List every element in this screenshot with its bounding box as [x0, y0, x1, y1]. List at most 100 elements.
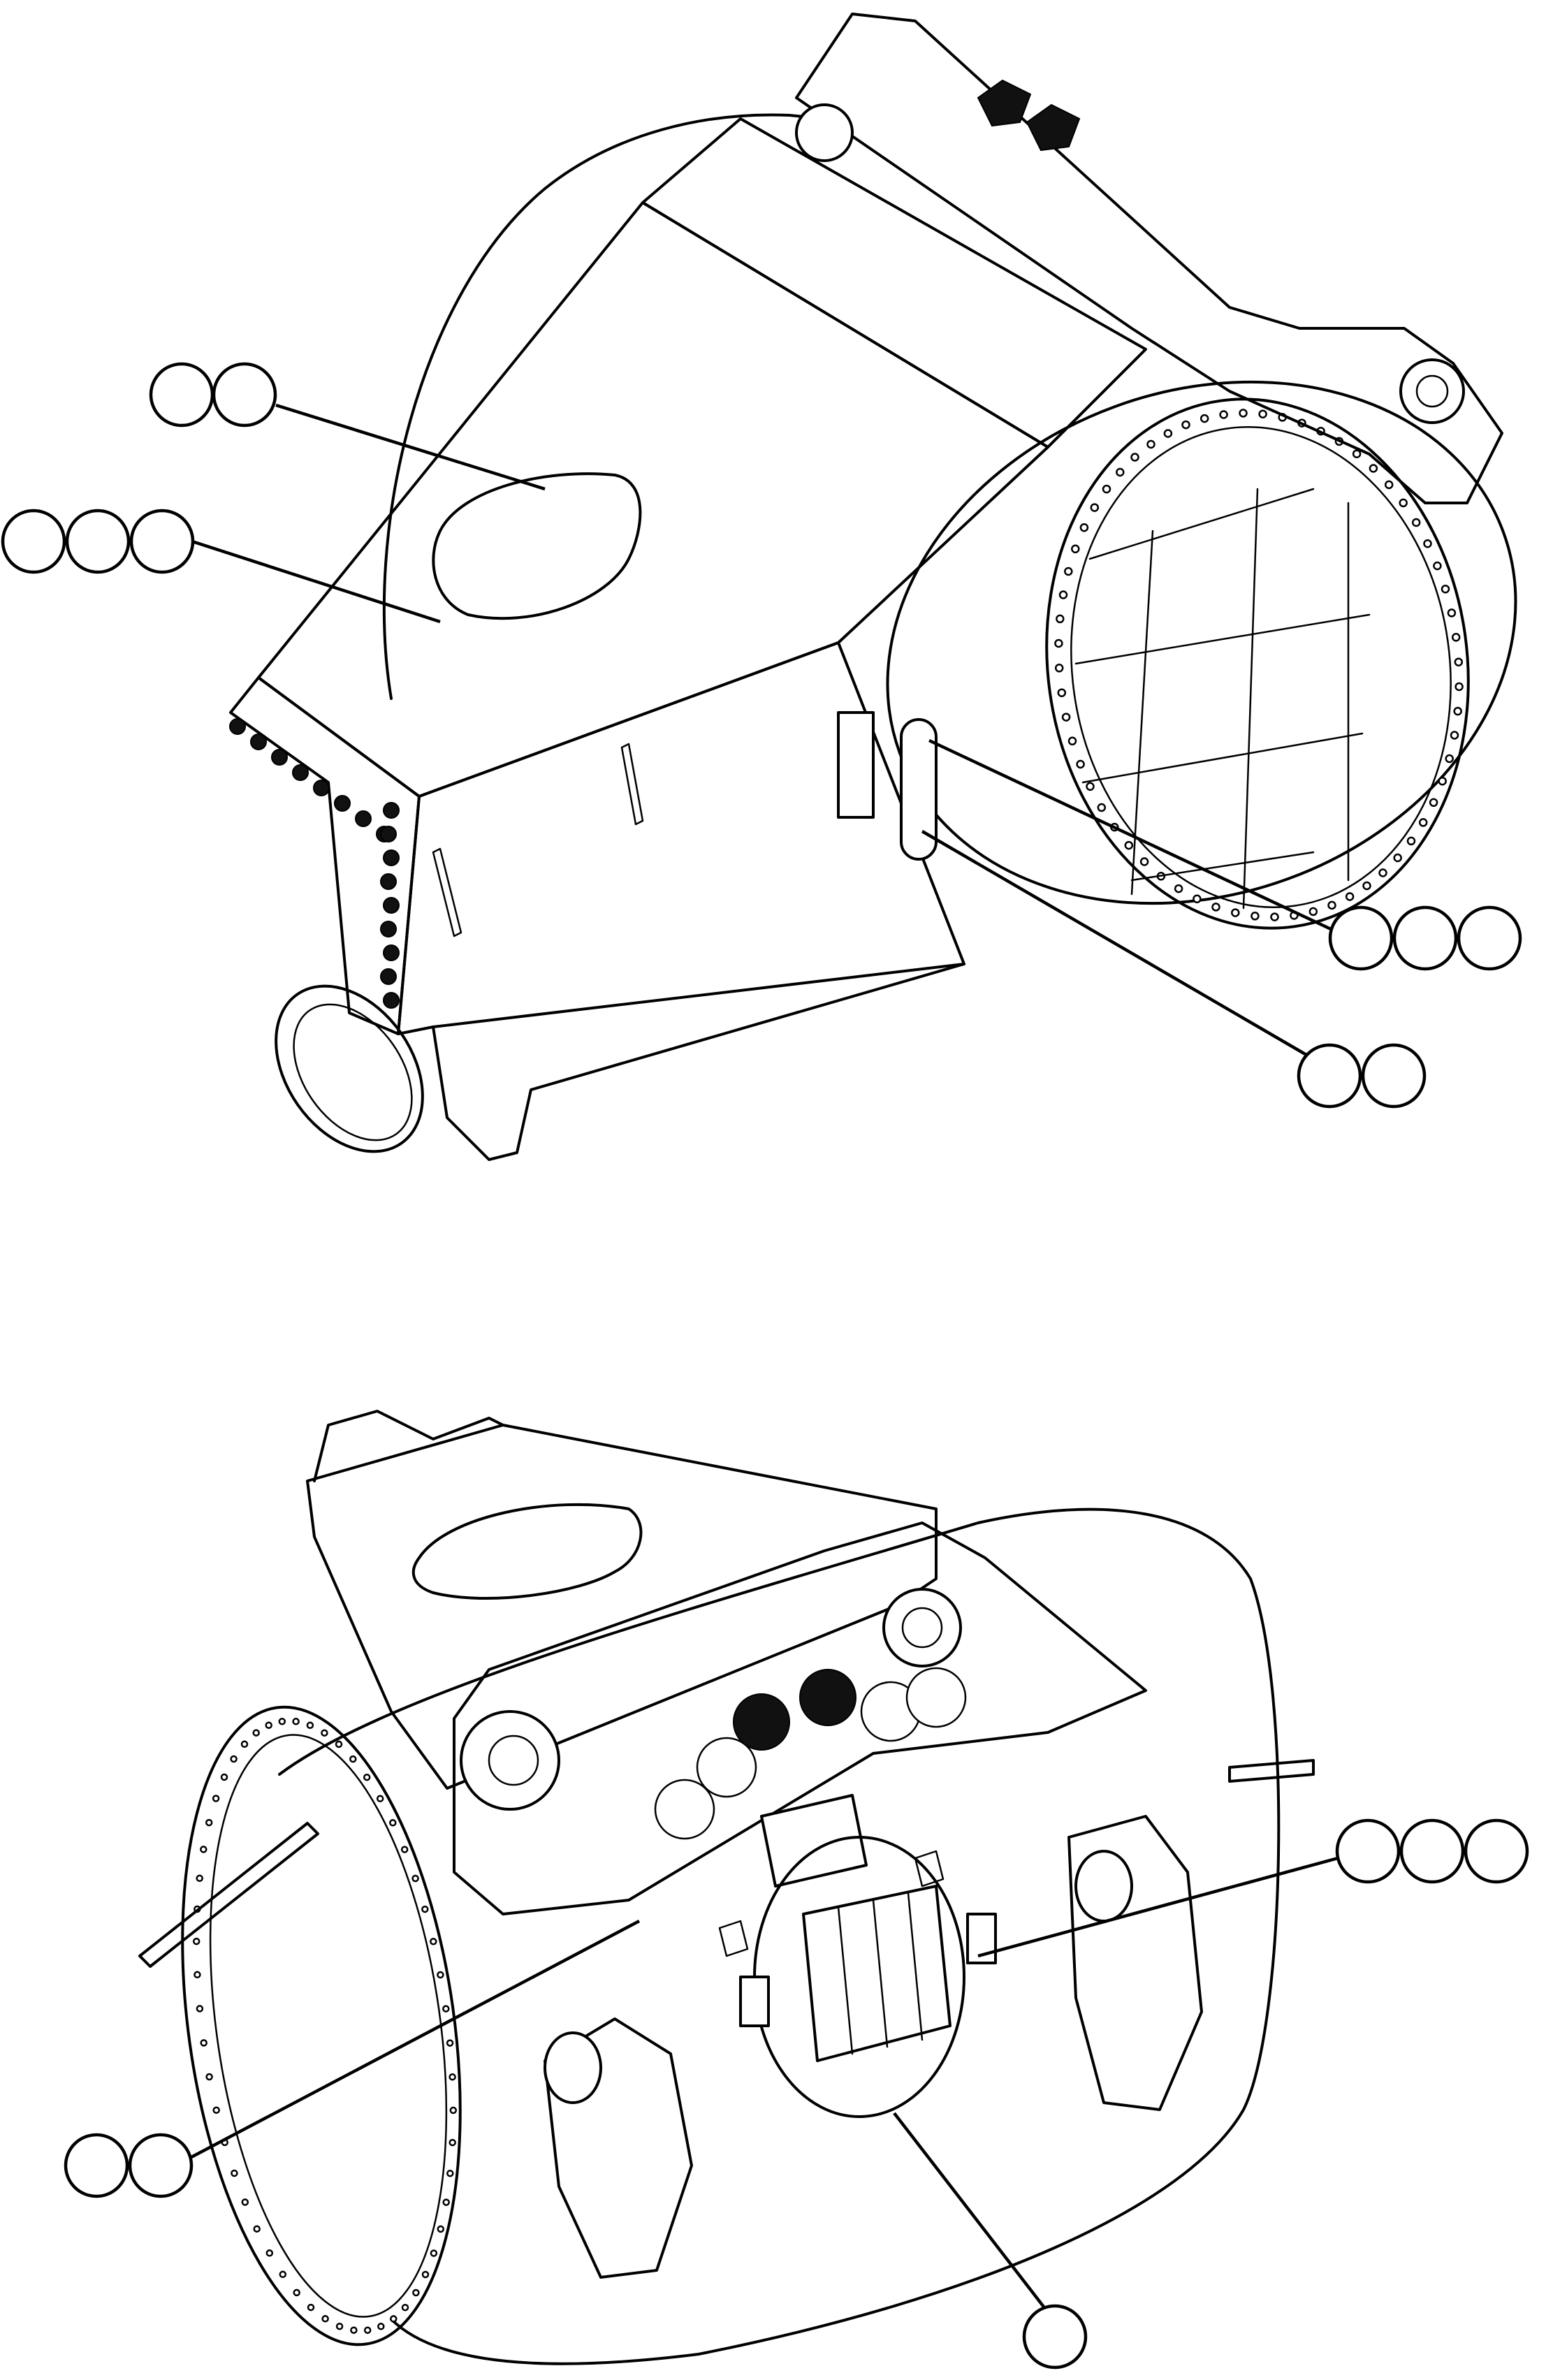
bolt-hole [230, 1755, 238, 1763]
bolt-hole [253, 2225, 261, 2233]
bottom-small-bracket-1 [718, 1920, 749, 1957]
top-lower-ring [275, 984, 424, 1153]
bolt-hole [194, 1971, 201, 1979]
bolt-hole [1423, 539, 1432, 548]
gauge-3 [733, 1693, 790, 1751]
bottom-yoke-left [544, 2017, 693, 2279]
bolt-hole [220, 1773, 228, 1781]
bolt-hole [421, 2270, 430, 2279]
callout-bubble [64, 2133, 129, 2198]
top-rear-shell [382, 113, 826, 700]
bolt-hole [449, 2073, 456, 2081]
bolt-hole [446, 2169, 454, 2177]
bolt-hole [1146, 439, 1155, 449]
bolt-hole [200, 2039, 207, 2047]
bolt-hole [1450, 731, 1459, 740]
bolt-hole [321, 2315, 329, 2323]
bolt-hole [240, 1740, 249, 1749]
bolt-hole [192, 1937, 200, 1945]
bolt-hole [196, 2005, 204, 2013]
bottom-hatch-grille [802, 1885, 952, 2062]
bolt-head [380, 921, 397, 937]
callout-bubble [129, 509, 195, 574]
bolt-hole [205, 2073, 213, 2081]
bolt-hole [1057, 688, 1067, 697]
bottom-small-bracket-2 [914, 1850, 945, 1888]
bolt-hole [1384, 480, 1394, 490]
bolt-hole [1086, 782, 1095, 791]
top-access-hatch [432, 472, 642, 620]
bolt-hole [205, 1818, 213, 1827]
callout-bubble [1392, 905, 1458, 971]
callout-bubble [212, 362, 277, 428]
callout-bubble [1022, 2304, 1088, 2370]
bolt-hole [252, 1729, 260, 1737]
bolt-hole [1061, 713, 1071, 722]
bolt-hole [335, 1740, 343, 1749]
bolt-hole [1447, 608, 1457, 618]
callout-bubble [128, 2133, 194, 2198]
callout-bubble [1399, 1818, 1465, 1884]
bolt-hole [1378, 868, 1387, 877]
bolt-hole [1362, 881, 1371, 891]
bolt-hole [241, 2198, 249, 2206]
top-arm-pivot-right [1399, 358, 1465, 424]
bolt-hole [1054, 664, 1064, 673]
bolt-hole [430, 2249, 438, 2257]
bolt-hole [411, 1874, 419, 1883]
bolt-hole [1399, 498, 1408, 508]
bottom-left-shaft [138, 1822, 319, 1968]
bolt-hole [1090, 503, 1100, 512]
bolt-hole [1453, 706, 1462, 716]
bolt-hole [377, 2323, 385, 2330]
bottom-junction-box [760, 1794, 868, 1888]
top-oval-cover [900, 718, 938, 861]
bolt-hole [200, 1846, 207, 1853]
bolt-hole [1369, 464, 1378, 473]
top-hub-interior-ribs [1074, 488, 1371, 910]
bottom-ring-bolt-holes [192, 1718, 458, 2334]
bolt-hole [1163, 429, 1173, 438]
bolt-hole [1451, 633, 1461, 642]
bolt-head [292, 764, 309, 781]
callout-bubble [65, 509, 131, 574]
bolt-hole [1270, 912, 1279, 921]
bolt-hole [390, 2315, 398, 2323]
bolt-head [355, 810, 372, 827]
bolt-hole [1219, 410, 1228, 419]
callout-bubble [1457, 905, 1522, 971]
bolt-hole [1067, 736, 1077, 746]
bolt-hole [389, 1819, 397, 1827]
bolt-head [380, 968, 397, 985]
bolt-hole [1454, 657, 1464, 666]
bolt-hole [430, 1938, 437, 1945]
bolt-hole [449, 2106, 458, 2115]
bolt-hole [400, 1846, 409, 1853]
bolt-hole [437, 1971, 444, 1979]
callout-bubble [1297, 1043, 1362, 1109]
bolt-hole [446, 2039, 454, 2047]
callout-bubble [1335, 1818, 1401, 1884]
top-callout-a [149, 362, 546, 491]
bolt-hole [1438, 776, 1447, 786]
bolt-hole [265, 2249, 274, 2257]
bolt-hole [1139, 857, 1149, 866]
bolt-hole [349, 1755, 357, 1763]
bottom-top-bracket [313, 1410, 504, 1482]
bolt-hole [1097, 803, 1107, 812]
bolt-head [383, 944, 400, 961]
top-view-assembly [229, 13, 1517, 1161]
bolt-hole [279, 2270, 287, 2279]
bolt-hole [437, 2225, 445, 2233]
bolt-hole [1076, 759, 1085, 769]
bolt-head [383, 897, 400, 914]
bolt-head [383, 992, 400, 1009]
bolt-head [380, 826, 397, 842]
bolt-head [334, 795, 351, 812]
bolt-hole [1308, 907, 1318, 917]
top-side-bracket [837, 711, 875, 819]
bottom-left-ring [181, 1705, 462, 2346]
bottom-hub-body [278, 1507, 1281, 2365]
bottom-hatch-bracket-left [739, 1976, 770, 2027]
